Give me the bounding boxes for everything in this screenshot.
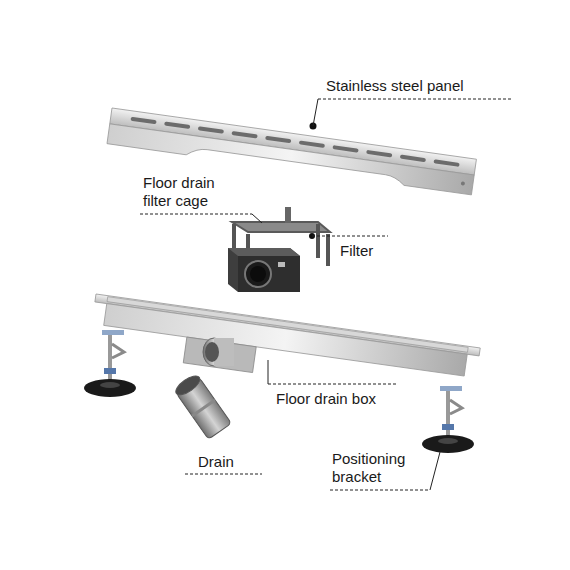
outlet-figure: [203, 338, 234, 366]
filter-figure: [228, 248, 300, 292]
drain-pipe-figure: [173, 372, 231, 439]
part-label: Floor drain filter cage: [143, 174, 239, 210]
part-label: Stainless steel panel: [326, 77, 526, 95]
part-label: Filter: [340, 242, 420, 260]
part-label: Positioning bracket: [332, 450, 428, 486]
bracket-figure: [422, 386, 474, 453]
part-label: Floor drain box: [276, 390, 416, 408]
part-label: Drain: [198, 453, 278, 471]
bracket-figure: [84, 330, 136, 397]
drain-box-figure: [88, 294, 480, 403]
